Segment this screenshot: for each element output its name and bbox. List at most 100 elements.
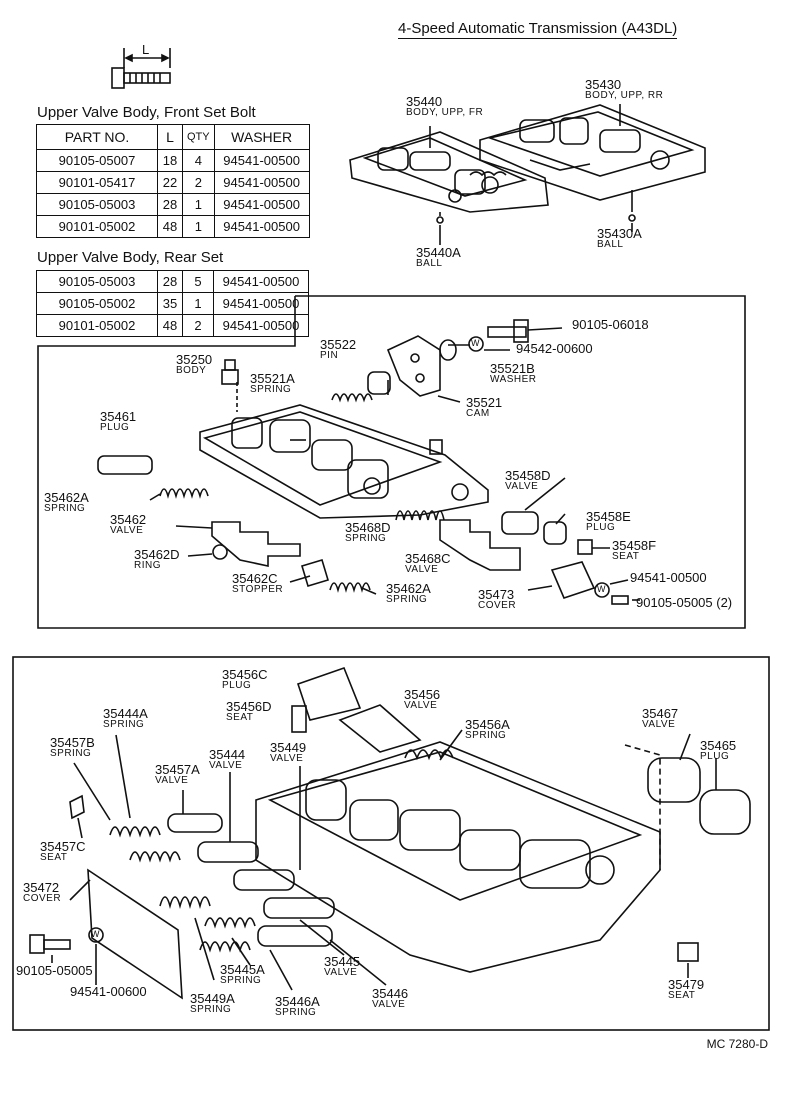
washer-w2-icon-label: W [597, 584, 606, 594]
plug-35465-drawing [699, 789, 751, 835]
diagram-code: MC 7280-D [706, 1037, 768, 1051]
cell-qty: 1 [182, 193, 215, 216]
stopper-drawing [301, 559, 329, 587]
front-set-bolt-table: PART NO. L QTY WASHER 90105-05007 18 4 9… [36, 124, 310, 238]
bolt-90105-05005-lower-drawing [29, 934, 45, 954]
cell-l: 22 [157, 171, 183, 194]
cell-part-no: 90101-05002 [36, 215, 158, 238]
seat-35457c-drawing [69, 794, 85, 820]
valve-35445-drawing [263, 897, 335, 919]
table-row: 90105-05002 35 1 94541-00500 [36, 292, 309, 315]
bolt-dimension-icon [111, 48, 171, 89]
table-row: 90105-05007 18 4 94541-00500 [36, 149, 310, 172]
valve-35468c-drawing [439, 519, 521, 571]
spring-35457b-drawing [109, 826, 161, 838]
diagram-title: 4-Speed Automatic Transmission (A43DL) [398, 20, 678, 39]
cell-washer: 94541-00500 [213, 292, 309, 315]
lower-frame [12, 656, 770, 1031]
cell-qty: 4 [182, 149, 215, 172]
seat-35456d-drawing [291, 705, 307, 733]
body-35250-drawing [221, 359, 239, 385]
bolt-90105-06018-drawing [487, 319, 563, 343]
cell-part-no: 90105-05007 [36, 149, 158, 172]
washer-w-icon-label: W [471, 338, 480, 348]
header-l: L [157, 124, 183, 150]
washer-35521b-drawing [439, 339, 457, 361]
front-set-bolt-title: Upper Valve Body, Front Set Bolt [37, 104, 256, 121]
valve-35446-drawing [257, 925, 333, 947]
cell-l: 48 [157, 314, 183, 337]
cell-l: 35 [157, 292, 183, 315]
seat-35458f-drawing [577, 539, 593, 555]
washer-w3-icon-label: W [91, 929, 100, 939]
cell-washer: 94541-00500 [213, 314, 309, 337]
cover-35472-drawing [87, 868, 183, 1000]
table-row: 90101-05417 22 2 94541-00500 [36, 171, 310, 194]
cover-35473-drawing [550, 561, 596, 599]
washer-w-icon [468, 336, 484, 352]
middle-frame [37, 295, 746, 629]
upper-valve-body-rr-drawing [479, 104, 706, 232]
seat-35479-drawing [677, 942, 699, 962]
valve-35467-drawing [647, 757, 701, 803]
label-90105-05005-2: 90105-05005 (2) [636, 595, 733, 610]
rear-set-table: 90105-05003 28 5 94541-00500 90105-05002… [36, 270, 309, 337]
cell-l: 28 [157, 193, 183, 216]
spring-35444a-drawing [129, 851, 181, 863]
table-row: 90101-05002 48 2 94541-00500 [36, 314, 309, 337]
spring-35468d-drawing [395, 510, 445, 521]
plug-35458e-drawing [543, 521, 567, 545]
header-part-no: PART NO. [36, 124, 158, 150]
cell-washer: 94541-00500 [213, 193, 310, 216]
cell-part-no: 90105-05003 [36, 270, 158, 293]
cell-part-no: 90105-05002 [36, 292, 158, 315]
spring-35446a-drawing [199, 941, 251, 953]
spring-35462a-drawing [159, 488, 209, 499]
cell-qty: 1 [182, 292, 214, 315]
label-94541-00600: 94541-00600 [70, 984, 147, 999]
cell-l: 28 [157, 270, 183, 293]
table-row: 90105-05003 28 1 94541-00500 [36, 193, 310, 216]
label-94542-00600: 94542-00600 [516, 341, 593, 356]
cell-part-no: 90101-05417 [36, 171, 158, 194]
cell-part-no: 90105-05003 [36, 193, 158, 216]
valve-35458d-drawing [501, 511, 539, 535]
valve-body-lower-drawing [255, 741, 661, 973]
plug-35456c-drawing [296, 666, 362, 721]
valve-35462-drawing [211, 521, 301, 567]
ring-35462d-drawing [212, 544, 228, 560]
cell-qty: 5 [182, 270, 214, 293]
cell-washer: 94541-00500 [213, 149, 310, 172]
spring-35456a-drawing [404, 749, 454, 761]
header-washer: WASHER [213, 124, 310, 150]
dimension-l-label: L [142, 42, 150, 57]
cell-qty: 1 [182, 215, 215, 238]
cell-qty: 2 [182, 314, 214, 337]
valve-35444-drawing [197, 841, 259, 863]
